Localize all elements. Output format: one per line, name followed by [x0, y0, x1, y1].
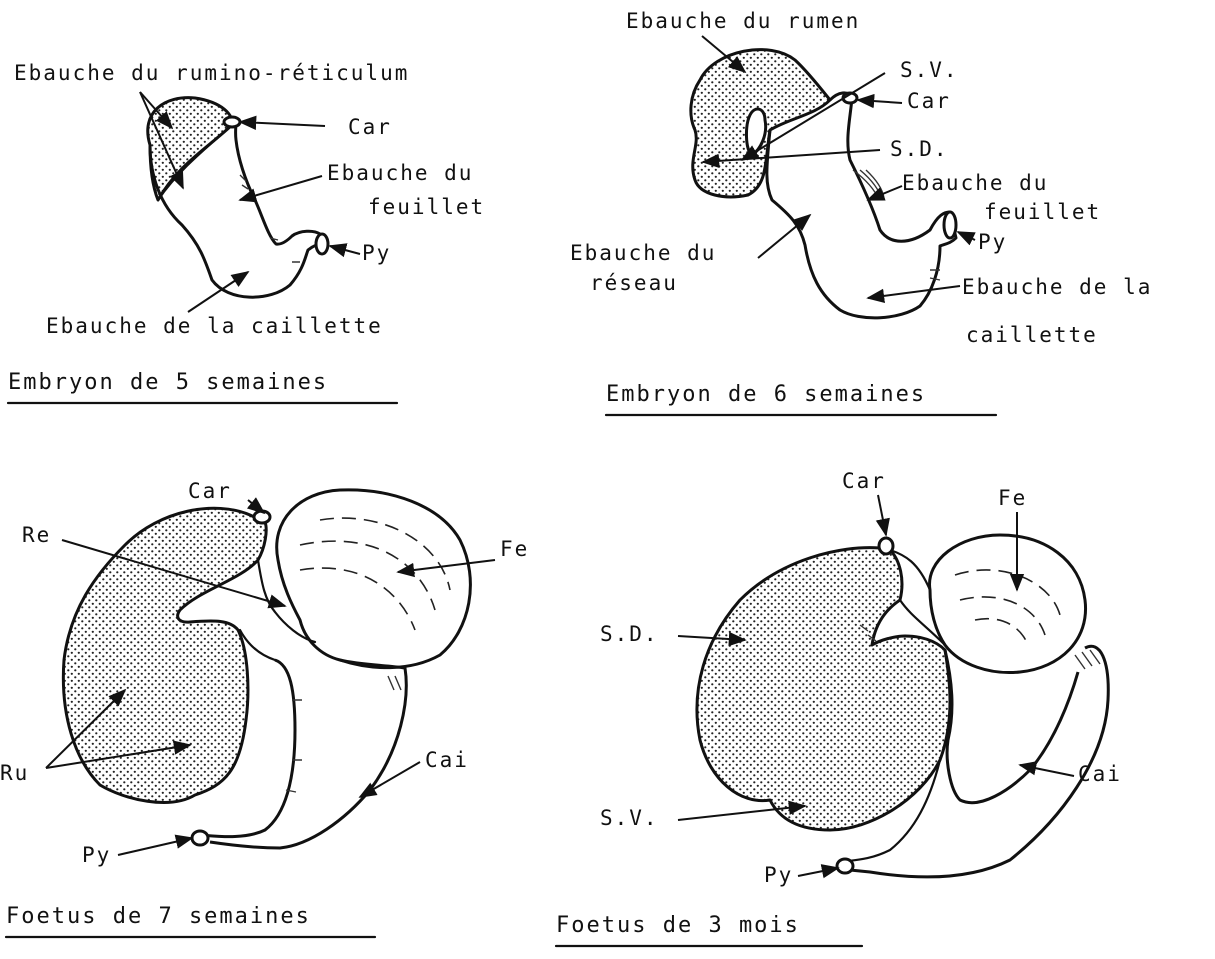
stomach-7-weeks-drawing — [63, 490, 470, 848]
caption-foetus-7-weeks: Foetus de 7 semaines — [6, 904, 311, 929]
label-ebauche-reseau-line1: Ebauche du — [570, 241, 716, 265]
label-sd: S.D. — [600, 622, 659, 646]
panel-foetus-3-months: Car Fe S.D. Cai S.V. Py Foetus de 3 mois — [556, 469, 1122, 946]
label-fe: Fe — [998, 486, 1027, 510]
stomach-3-months-drawing — [697, 535, 1108, 877]
label-car: Car — [348, 115, 392, 139]
caption-embryo-5-weeks: Embryon de 5 semaines — [8, 370, 328, 395]
label-sd: S.D. — [890, 137, 949, 161]
panel-embryo-6-weeks: Ebauche du rumen S.V. Car S.D. Ebauche d… — [570, 9, 1152, 415]
label-py: Py — [82, 843, 111, 867]
panel-embryo-5-weeks: Ebauche du rumino-réticulum Car Ebauche … — [8, 61, 485, 403]
label-cai: Cai — [425, 748, 469, 772]
label-py: Py — [362, 241, 391, 265]
label-fe: Fe — [500, 537, 529, 561]
label-ebauche-feuillet-line1: Ebauche du — [327, 161, 473, 185]
label-ru: Ru — [0, 761, 29, 785]
label-py: Py — [764, 863, 793, 887]
label-cai: Cai — [1078, 762, 1122, 786]
label-ebauche-caillette: Ebauche de la caillette — [46, 314, 383, 338]
label-ebauche-caillette-line1: Ebauche de la — [962, 275, 1152, 299]
label-ebauche-feuillet-line2: feuillet — [368, 195, 485, 219]
label-sv: S.V. — [900, 58, 959, 82]
caption-embryo-6-weeks: Embryon de 6 semaines — [606, 382, 926, 407]
label-ebauche-rumino-reticulum: Ebauche du rumino-réticulum — [14, 61, 409, 85]
label-car: Car — [188, 479, 232, 503]
label-ebauche-feuillet-line1: Ebauche du — [902, 171, 1048, 195]
label-py: Py — [978, 230, 1007, 254]
panel-foetus-7-weeks: Car Re Fe Ru Cai Py Foetus de 7 semaines — [0, 479, 529, 937]
caption-foetus-3-months: Foetus de 3 mois — [556, 913, 800, 938]
label-ebauche-feuillet-line2: feuillet — [984, 200, 1101, 224]
label-ebauche-reseau-line2: réseau — [590, 271, 678, 295]
label-car: Car — [907, 89, 951, 113]
label-ebauche-caillette-line2: caillette — [966, 323, 1098, 347]
stomach-5-weeks-drawing — [148, 98, 328, 298]
label-car: Car — [842, 469, 886, 493]
label-sv: S.V. — [600, 806, 659, 830]
label-ebauche-rumen: Ebauche du rumen — [626, 9, 860, 33]
label-re: Re — [22, 523, 51, 547]
